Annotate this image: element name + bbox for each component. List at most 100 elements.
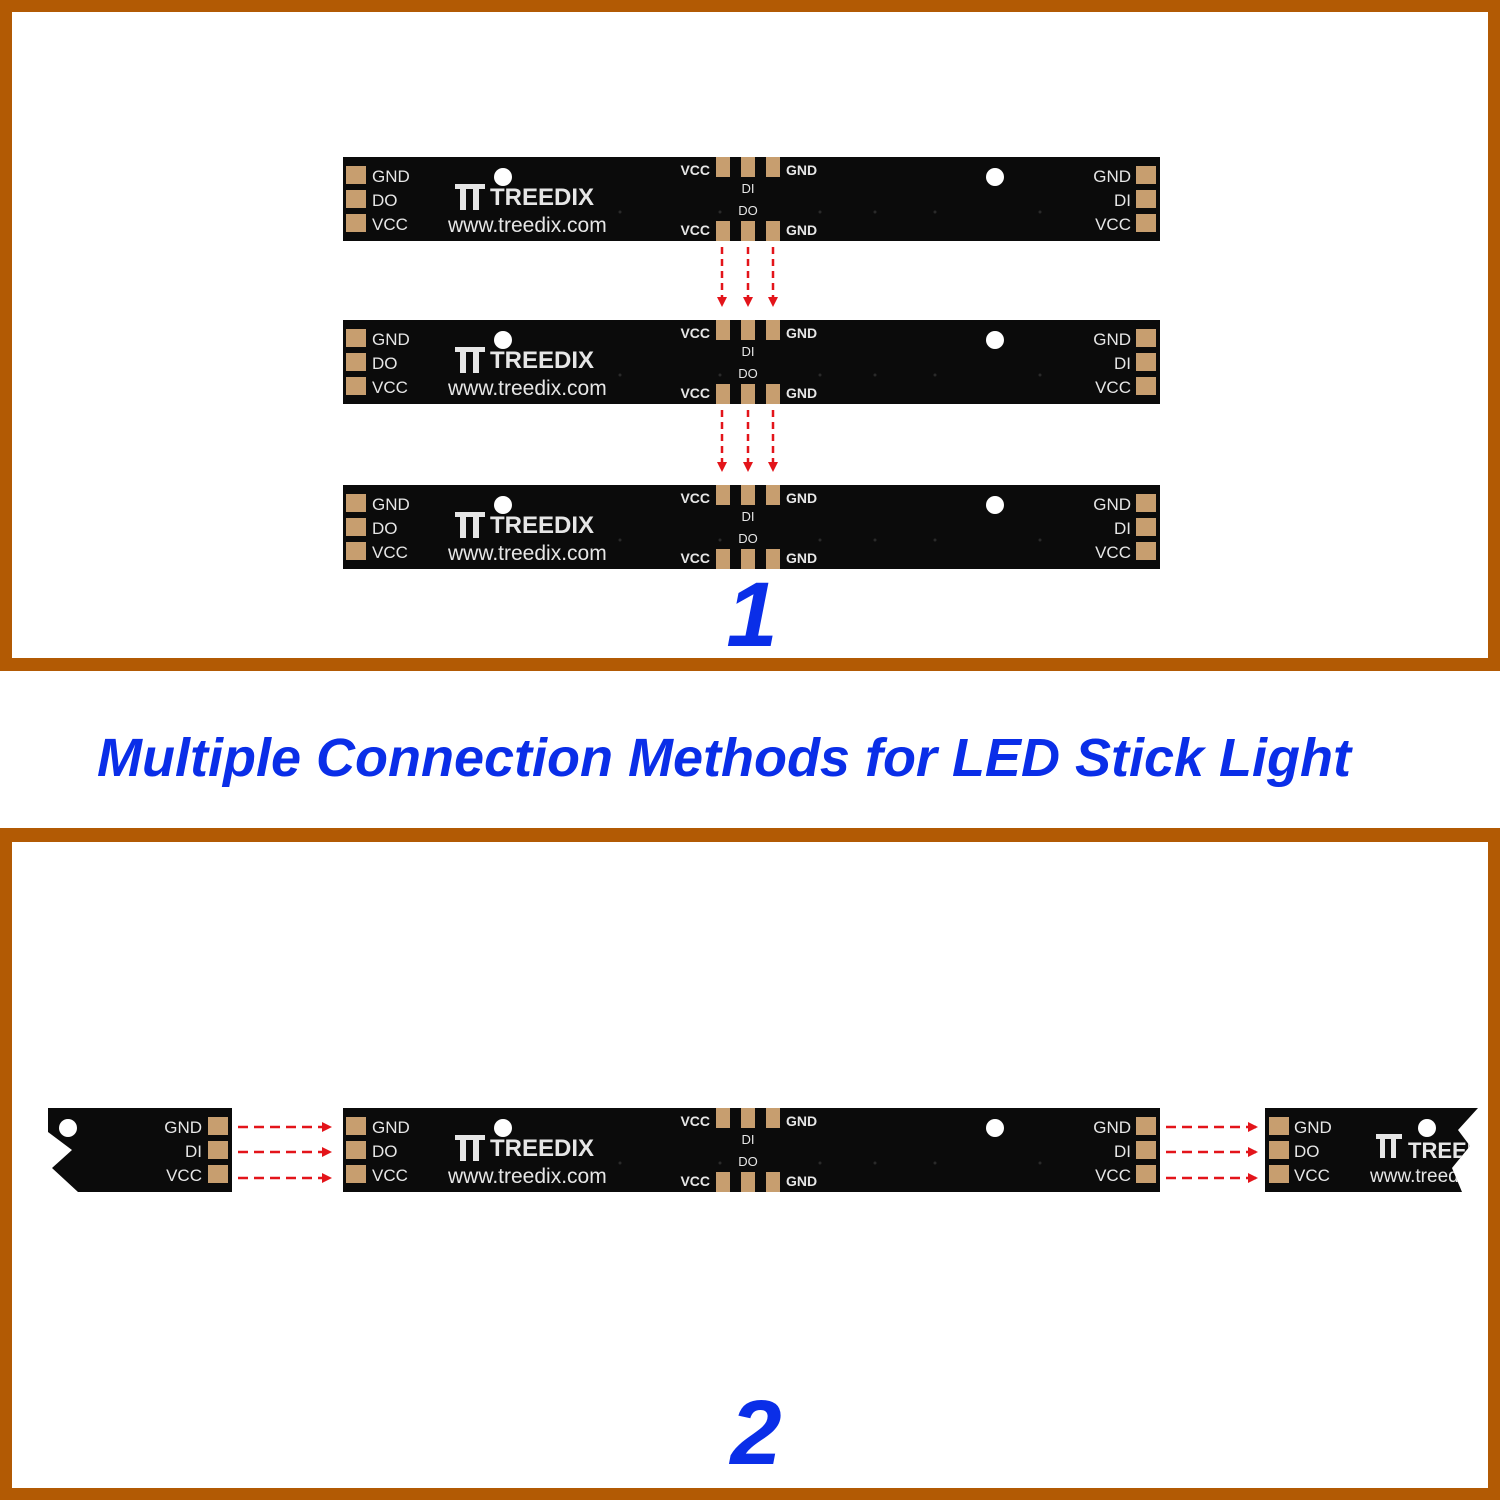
component-dot [873, 210, 877, 214]
panel-number-2: 2 [728, 1382, 781, 1484]
right-pin-label-gnd: GND [1093, 1118, 1131, 1137]
right-pin-label-di: DI [1114, 519, 1131, 538]
component-dot [718, 538, 722, 542]
component-dot [873, 538, 877, 542]
component-dot [873, 1161, 877, 1165]
component-dot [718, 1161, 722, 1165]
right-pin-label-di: DI [1114, 191, 1131, 210]
pin-label-vcc: VCC [166, 1166, 202, 1185]
center-label-do: DO [738, 366, 758, 381]
vertical-arrows-1 [717, 247, 778, 307]
pin-label-gnd: GND [1294, 1118, 1332, 1137]
left-pin-label-do: DO [372, 1142, 398, 1161]
brand-url: www.treedix.com [1369, 1166, 1500, 1187]
pad-left [346, 494, 366, 512]
brand-name: TREEDIX [490, 184, 594, 211]
treedix-logo-icon [455, 1135, 485, 1161]
center-pad [716, 1172, 730, 1192]
treedix-logo-icon [455, 347, 485, 373]
component-dot [933, 210, 937, 214]
component-dot [618, 1161, 622, 1165]
center-pad [741, 1172, 755, 1192]
led-stick-board: GND DO VCC GND DI VCC TREEDIX www.treedix.com VC… [343, 157, 1160, 241]
center-label-vcc-bottom: VCC [680, 1173, 710, 1189]
led-stick-board: GNDDOVCCGNDDIVCCTREEDIXwww.treedix.comVC… [343, 485, 1160, 569]
page-title: Multiple Connection Methods for LED Stic… [97, 728, 1353, 788]
right-pin-label-vcc: VCC [1095, 215, 1131, 234]
led-stick-board: GNDDOVCCGNDDIVCCTREEDIXwww.treedix.comVC… [343, 1108, 1160, 1192]
center-label-di: DI [742, 1132, 755, 1147]
center-pad [766, 549, 780, 569]
pad-right [1136, 190, 1156, 208]
pad-right [1136, 214, 1156, 232]
pad [208, 1165, 228, 1183]
pad-right [1136, 329, 1156, 347]
center-pad [716, 320, 730, 340]
left-pin-label-vcc: VCC [372, 378, 408, 397]
center-label-vcc-top: VCC [680, 325, 710, 341]
center-label-di: DI [742, 509, 755, 524]
component-dot [818, 373, 822, 377]
center-pad [766, 221, 780, 241]
center-pad [766, 320, 780, 340]
right-pin-label-gnd: GND [1093, 167, 1131, 186]
center-pad [741, 320, 755, 340]
led-stick-board: GNDDOVCCGNDDIVCCTREEDIXwww.treedix.comVC… [343, 320, 1160, 404]
led-dot [986, 1119, 1004, 1137]
component-dot [618, 538, 622, 542]
center-label-gnd-top: GND [786, 162, 817, 178]
center-pad [716, 221, 730, 241]
center-label-gnd-bottom: GND [786, 222, 817, 238]
partial-board-right: GND DO VCC TREEDIX www.treedix.com [1265, 1108, 1500, 1192]
center-label-gnd-top: GND [786, 490, 817, 506]
brand-url: www.treedix.com [447, 542, 607, 565]
left-pin-label-do: DO [372, 191, 398, 210]
panel-number-1: 1 [726, 564, 777, 666]
title-band [0, 671, 1500, 828]
right-pin-label-di: DI [1114, 354, 1131, 373]
brand-url: www.treedix.com [447, 214, 607, 237]
brand-name: TREEDIX [490, 512, 594, 539]
component-dot [1038, 373, 1042, 377]
led-dot [494, 496, 512, 514]
component-dot [718, 373, 722, 377]
center-label-gnd-bottom: GND [786, 385, 817, 401]
led-dot [986, 496, 1004, 514]
led-dot [986, 168, 1004, 186]
left-pin-label-do: DO [372, 354, 398, 373]
center-pad [766, 1108, 780, 1128]
center-pad [741, 1108, 755, 1128]
component-dot [818, 210, 822, 214]
led-dot [494, 168, 512, 186]
pad-left [346, 1165, 366, 1183]
center-label-vcc-top: VCC [680, 1113, 710, 1129]
right-pin-label-vcc: VCC [1095, 1166, 1131, 1185]
center-label-vcc-bottom: VCC [680, 550, 710, 566]
component-dot [1038, 1161, 1042, 1165]
left-pin-label-gnd: GND [372, 330, 410, 349]
center-pad [766, 1172, 780, 1192]
pad [1269, 1141, 1289, 1159]
pad [208, 1141, 228, 1159]
pad-left [346, 166, 366, 184]
center-label-vcc-bottom: VCC [680, 385, 710, 401]
left-pin-label-do: DO [372, 519, 398, 538]
pin-label-gnd: GND [164, 1118, 202, 1137]
pad-left [346, 377, 366, 395]
partial-board-left: GND DI VCC [48, 1108, 232, 1192]
right-pin-label-gnd: GND [1093, 495, 1131, 514]
center-label-vcc-top: VCC [680, 162, 710, 178]
left-pin-label-vcc: VCC [372, 543, 408, 562]
pad [1269, 1117, 1289, 1135]
left-pin-label-vcc: VCC [372, 215, 408, 234]
component-dot [873, 373, 877, 377]
pad-right [1136, 494, 1156, 512]
center-pad [741, 485, 755, 505]
brand-url: www.treedix.com [447, 1165, 607, 1188]
pad-right [1136, 1141, 1156, 1159]
center-label-gnd-top: GND [786, 325, 817, 341]
component-dot [818, 1161, 822, 1165]
pad-left [346, 190, 366, 208]
component-dot [618, 373, 622, 377]
